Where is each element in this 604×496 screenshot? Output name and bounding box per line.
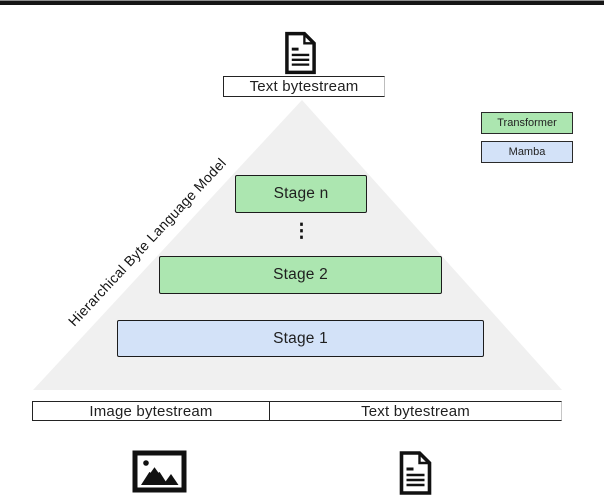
legend-transformer-label: Transformer (497, 117, 557, 129)
figure-top-rule (0, 0, 604, 5)
bottom-io-bar: Image bytestream Text bytestream (32, 401, 562, 421)
image-icon (132, 450, 187, 493)
legend-item-mamba: Mamba (481, 141, 573, 163)
bottom-io-text-segment: Text bytestream (270, 402, 561, 420)
top-io-box: Text bytestream (223, 76, 385, 97)
stage-2-label: Stage 2 (273, 266, 328, 283)
stage-n-label: Stage n (273, 185, 329, 202)
top-io-label: Text bytestream (249, 78, 359, 95)
bottom-io-image-label: Image bytestream (89, 402, 213, 420)
text-document-icon (399, 451, 432, 495)
pyramid-triangle (33, 100, 562, 390)
legend-mamba-label: Mamba (508, 146, 546, 158)
bottom-io-text-label: Text bytestream (361, 402, 470, 420)
stages-ellipsis: ⋮ (292, 221, 311, 242)
stage-n-box: Stage n (235, 175, 367, 213)
legend-item-transformer: Transformer (481, 112, 573, 134)
stage-1-box: Stage 1 (117, 320, 484, 357)
stage-2-box: Stage 2 (159, 256, 442, 294)
stage-1-label: Stage 1 (273, 329, 328, 347)
bottom-io-image-segment: Image bytestream (33, 402, 270, 420)
text-document-icon (285, 31, 316, 75)
